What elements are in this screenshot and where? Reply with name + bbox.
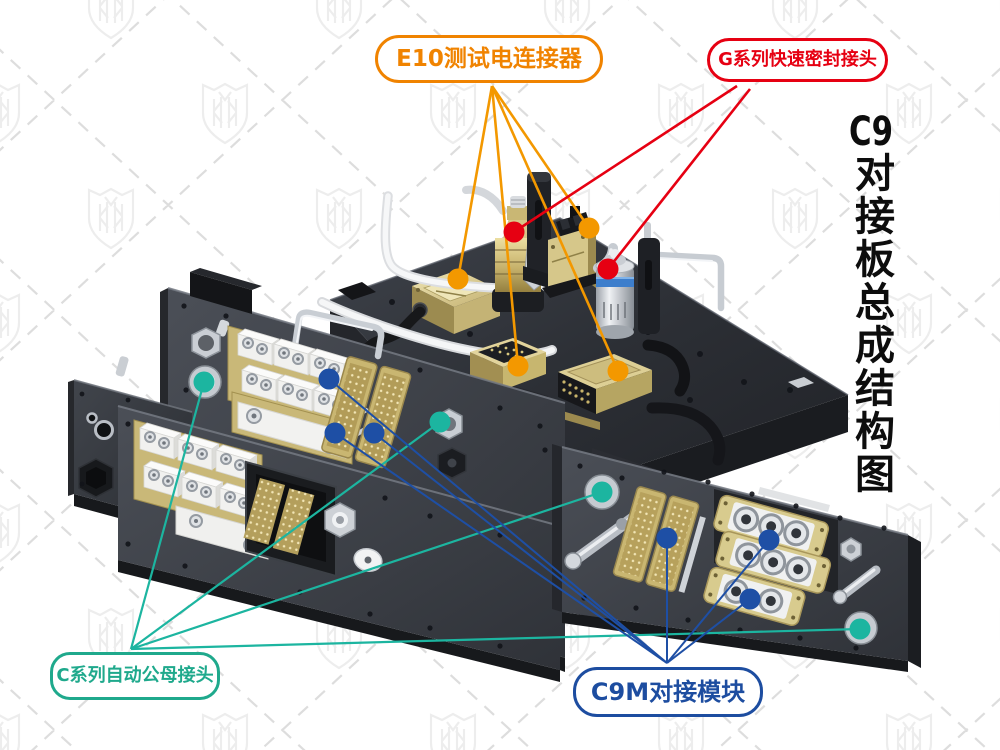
blue-ring: [596, 278, 634, 287]
callout-dot-teal: [591, 481, 613, 503]
keyhole: [86, 412, 114, 440]
label-g-text: G系列快速密封接头: [718, 49, 877, 70]
e10-callout-dots: [447, 217, 629, 382]
callout-dot-orange: [507, 355, 529, 377]
e10-dsub-connector-a: [470, 338, 546, 390]
watermark-logo: [315, 187, 363, 250]
plate-corner-clip: [788, 377, 814, 388]
callout-dot-red: [503, 221, 525, 243]
watermark-logo: [657, 712, 705, 750]
label-g-series-connector: G系列快速密封接头: [707, 38, 888, 82]
diagram-title-vertical: C9对接板总成结构图: [842, 112, 900, 522]
watermark-logo: [429, 712, 477, 750]
plate-corner-block: [338, 282, 376, 300]
label-e10-test-connector: E10测试电连接器: [375, 35, 603, 83]
callout-layer: [129, 84, 871, 664]
c9m-callout-dots: [318, 368, 780, 610]
callout-dot-blue: [739, 588, 761, 610]
watermark-logo: [771, 187, 819, 250]
label-c9m-text: C9M对接模块: [590, 678, 746, 706]
callout-dot-teal: [193, 371, 215, 393]
label-e10-text: E10测试电连接器: [396, 45, 582, 72]
watermark-logo: [201, 82, 249, 145]
panel-screw-holes: [125, 421, 503, 649]
callout-dot-blue: [318, 368, 340, 390]
callout-dot-blue: [758, 529, 780, 551]
black-cable: [646, 402, 726, 466]
callout-dot-orange: [447, 268, 469, 290]
panel-top-block: [190, 272, 252, 314]
watermark-logo: [429, 82, 477, 145]
callout-dot-blue: [656, 527, 678, 549]
callout-dot-orange: [607, 360, 629, 382]
c-series-callout-dots: [193, 371, 871, 640]
c9m-module: [715, 530, 832, 594]
callout-dot-blue: [324, 422, 346, 444]
watermark-logo: [87, 187, 135, 250]
watermark-logo: [201, 712, 249, 750]
label-c-text: C系列自动公母接头: [56, 665, 214, 686]
title-cjk: 对接板总成结构图: [848, 152, 894, 496]
label-c-series-connector: C系列自动公母接头: [50, 652, 220, 700]
small-bolt: [115, 356, 129, 377]
watermark-logo: [0, 712, 21, 750]
callout-dot-red: [597, 258, 619, 280]
watermark-logo: [87, 0, 135, 40]
hex-fitting-black: [437, 447, 467, 479]
callout-dot-teal: [429, 411, 451, 433]
carry-handle-left: [291, 309, 385, 360]
black-grommet-cable: [642, 339, 691, 397]
callout-dot-teal: [849, 618, 871, 640]
e10-callout-lines: [456, 85, 620, 372]
g-series-callout-lines: [513, 84, 752, 270]
watermark-logo: [543, 0, 591, 40]
hex-bolt: [840, 537, 862, 562]
front-docking-panel: [117, 405, 561, 682]
g-series-callout-dots: [503, 221, 619, 280]
hex-flange-fitting: [191, 319, 230, 359]
panel-screw-holes: [577, 463, 887, 651]
label-c9m-module: C9M对接模块: [573, 667, 763, 717]
callout-dot-orange: [578, 217, 600, 239]
watermark-logo: [885, 712, 933, 750]
c9m-callout-lines: [328, 378, 770, 664]
hex-bolt: [324, 502, 356, 538]
callout-dot-blue: [363, 422, 385, 444]
guide-post: [638, 222, 660, 334]
c9m-module: [713, 494, 830, 558]
title-latin: C9: [849, 112, 893, 152]
c-series-callout-lines: [129, 381, 861, 651]
c-series-connector-group: [133, 419, 269, 560]
plunger-pin: [564, 511, 640, 570]
washer: [353, 548, 383, 572]
plunger-pin: [832, 565, 881, 605]
